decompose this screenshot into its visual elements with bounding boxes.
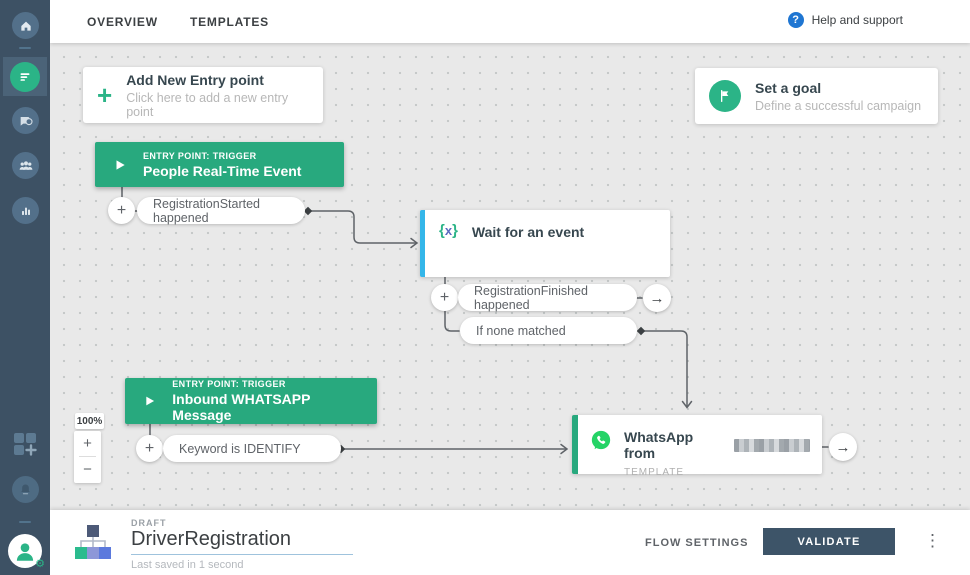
flow-canvas[interactable]: + Add New Entry point Click here to add … — [50, 43, 970, 510]
entry-point-people-realtime-event[interactable]: ENTRY POINT: TRIGGER People Real-Time Ev… — [95, 142, 344, 187]
add-rule-button[interactable]: + — [431, 284, 458, 311]
chat-lines-icon — [10, 61, 40, 92]
flag-icon — [709, 80, 741, 112]
whatsapp-icon — [590, 429, 612, 460]
add-rule-button[interactable]: + — [108, 197, 135, 224]
add-entry-subtitle: Click here to add a new entry point — [126, 90, 289, 119]
goal-title: Set a goal — [755, 79, 822, 96]
play-icon — [146, 396, 155, 406]
whatsapp-node-title: WhatsApp from — [624, 429, 694, 461]
rule-pill-registration-started[interactable]: RegistrationStarted happened — [137, 197, 305, 225]
account-avatar[interactable]: ⚙ — [8, 534, 45, 570]
rule-pill-keyword-identify[interactable]: Keyword is IDENTIFY — [163, 435, 341, 462]
sidebar-item-communicate-active[interactable] — [3, 57, 47, 96]
rule-pill-registration-finished[interactable]: RegistrationFinished happened — [458, 284, 637, 312]
play-icon — [116, 159, 125, 170]
expression-icon: {x} — [439, 222, 458, 239]
analytics-icon[interactable] — [12, 197, 39, 224]
entry-kind-label: ENTRY POINT: TRIGGER — [172, 379, 286, 389]
sidebar: ⚙ — [0, 0, 50, 575]
flow-connectors — [121, 186, 829, 455]
question-mark-icon: ? — [787, 12, 804, 28]
add-new-entry-point-card[interactable]: + Add New Entry point Click here to add … — [83, 67, 323, 123]
help-and-support-button[interactable]: ? Help and support — [787, 12, 903, 28]
sidebar-divider — [19, 47, 31, 49]
set-a-goal-card[interactable]: Set a goal Define a successful campaign — [695, 68, 938, 124]
connect-arrow-button[interactable]: → — [643, 284, 671, 312]
entry-kind-label: ENTRY POINT: TRIGGER — [143, 150, 257, 161]
tab-overview[interactable]: OVERVIEW — [87, 15, 158, 29]
flow-name-input[interactable]: DriverRegistration — [131, 528, 353, 555]
validate-button[interactable]: VALIDATE — [763, 528, 895, 555]
apps-add-icon[interactable] — [11, 430, 39, 463]
home-icon[interactable] — [12, 12, 39, 39]
more-options-menu[interactable]: ⋮ — [924, 531, 941, 550]
plus-icon: + — [116, 201, 127, 219]
gear-icon: ⚙ — [35, 558, 45, 570]
entry-title: People Real-Time Event — [143, 162, 302, 179]
arrow-right-icon: → — [835, 438, 851, 456]
notifications-icon[interactable] — [12, 476, 39, 503]
wait-node-title: Wait for an event — [471, 224, 585, 240]
add-entry-title: Add New Entry point — [126, 71, 264, 88]
flow-settings-button[interactable]: FLOW SETTINGS — [645, 537, 749, 549]
redacted-phone-number — [734, 438, 810, 452]
arrow-right-icon: → — [649, 289, 665, 307]
wait-for-event-node[interactable]: {x} Wait for an event — [420, 210, 670, 277]
zoom-in-button[interactable]: + — [83, 435, 92, 452]
entry-title: Inbound WHATSAPP Message — [172, 391, 311, 423]
connect-arrow-button[interactable]: → — [829, 433, 857, 461]
top-navigation: OVERVIEW TEMPLATES ? Help and support — [50, 0, 970, 43]
goal-subtitle: Define a successful campaign — [755, 98, 922, 113]
zoom-level-badge: 100% — [75, 413, 104, 429]
entry-point-inbound-whatsapp[interactable]: ENTRY POINT: TRIGGER Inbound WHATSAPP Me… — [125, 378, 377, 424]
flow-tree-icon — [73, 519, 113, 568]
plus-icon: + — [97, 80, 113, 110]
conversations-icon[interactable] — [12, 107, 39, 134]
zoom-control: + − — [74, 431, 101, 483]
tab-templates[interactable]: TEMPLATES — [190, 15, 269, 29]
draft-status-badge: DRAFT — [131, 518, 167, 528]
rule-pill-if-none-matched[interactable]: If none matched — [460, 317, 637, 344]
last-saved-text: Last saved in 1 second — [131, 559, 244, 571]
plus-icon: + — [144, 439, 155, 457]
zoom-out-button[interactable]: − — [83, 461, 92, 478]
whatsapp-node-type: TEMPLATE — [624, 467, 685, 478]
divider — [79, 456, 96, 457]
plus-icon: + — [439, 288, 450, 306]
people-icon[interactable] — [12, 152, 39, 179]
sidebar-divider — [19, 521, 31, 523]
whatsapp-template-node[interactable]: WhatsApp from TEMPLATE — [572, 415, 822, 478]
flow-footer: DRAFT DriverRegistration Last saved in 1… — [50, 510, 970, 575]
add-rule-button[interactable]: + — [136, 435, 163, 462]
